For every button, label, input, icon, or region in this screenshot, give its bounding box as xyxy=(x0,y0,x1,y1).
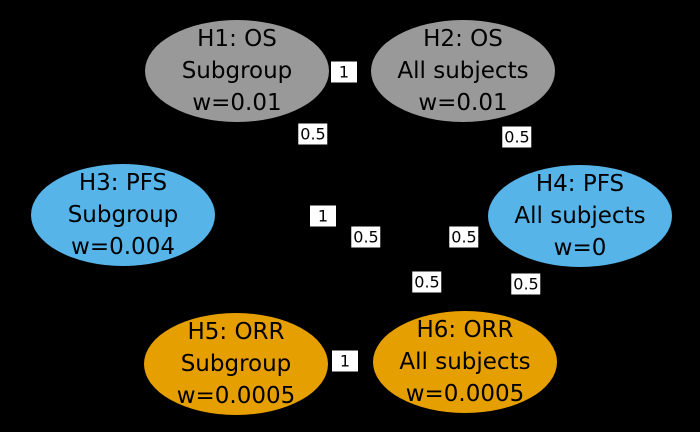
node-population: Subgroup xyxy=(67,202,179,228)
edge-weight-label-upper-left: 0.5 xyxy=(298,123,328,145)
edge-weight-label-mid-right: 0.5 xyxy=(449,226,479,248)
node-title: H2: OS xyxy=(423,26,503,52)
node-weight: w=0.0005 xyxy=(405,381,525,407)
node-h1: H1: OS Subgroup w=0.01 xyxy=(145,20,329,122)
node-h2: H2: OS All subjects w=0.01 xyxy=(371,20,555,122)
node-population: Subgroup xyxy=(181,58,293,84)
node-title: H4: PFS xyxy=(535,171,625,197)
node-h5: H5: ORR Subgroup w=0.0005 xyxy=(144,313,328,415)
node-population: Subgroup xyxy=(180,351,292,377)
node-title: H3: PFS xyxy=(78,170,168,196)
node-weight: w=0.0005 xyxy=(176,383,296,409)
node-weight: w=0.004 xyxy=(71,234,175,260)
node-weight: w=0.01 xyxy=(192,90,282,116)
node-h4: H4: PFS All subjects w=0 xyxy=(488,165,672,267)
node-title: H1: OS xyxy=(197,26,277,52)
node-title: H5: ORR xyxy=(187,319,285,345)
edge-weight-label-mid-left: 0.5 xyxy=(351,226,381,248)
node-population: All subjects xyxy=(514,203,646,229)
node-population: All subjects xyxy=(397,58,529,84)
node-title: H6: ORR xyxy=(416,317,514,343)
node-weight: w=0 xyxy=(553,235,607,261)
edge-weight-label-h5-h6: 1 xyxy=(332,350,358,372)
edge-weight-label-lower-left: 0.5 xyxy=(412,271,442,293)
edge-weight-label-h3-h4: 1 xyxy=(310,205,336,227)
node-weight: w=0.01 xyxy=(418,90,508,116)
node-population: All subjects xyxy=(399,349,531,375)
node-h3: H3: PFS Subgroup w=0.004 xyxy=(31,164,215,266)
edge-weight-label-h1-h2: 1 xyxy=(331,61,357,83)
node-h6: H6: ORR All subjects w=0.0005 xyxy=(373,311,557,413)
edge-weight-label-upper-right: 0.5 xyxy=(502,126,532,148)
edge-weight-label-lower-right: 0.5 xyxy=(511,273,541,295)
